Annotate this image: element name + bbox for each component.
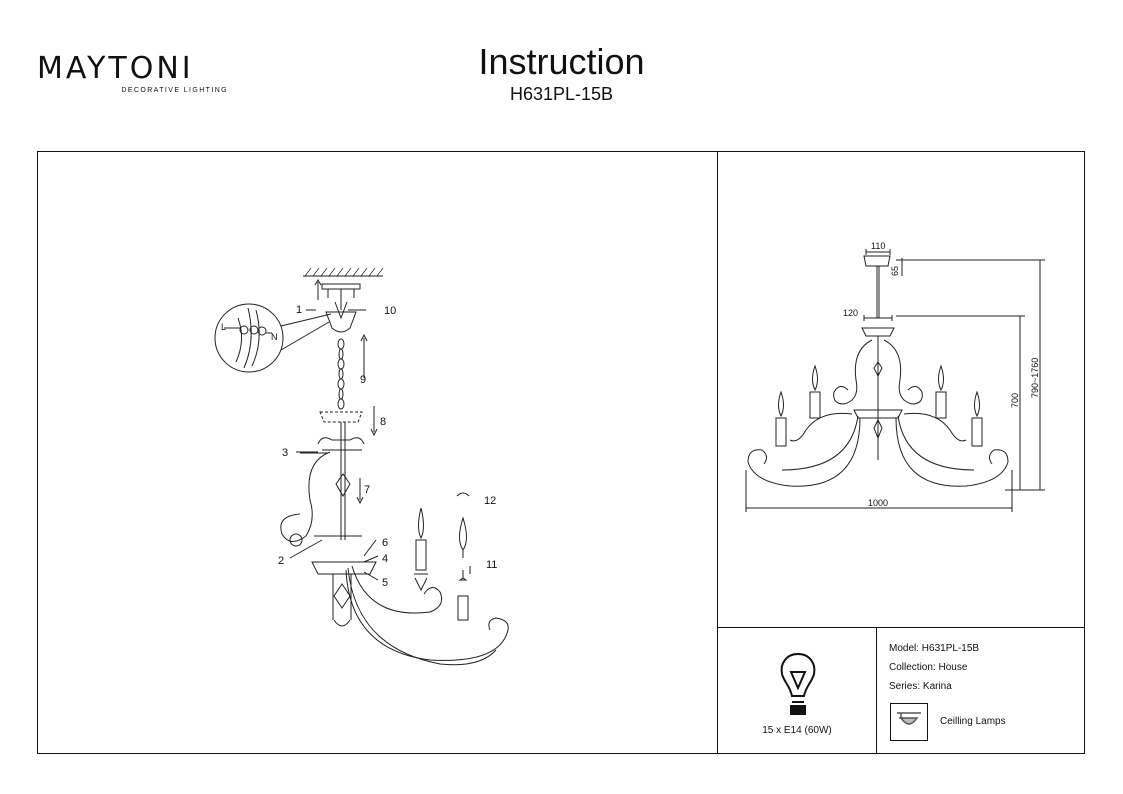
spec-model: Model: H631PL-15B	[889, 643, 980, 654]
callout-12: 12	[484, 495, 496, 507]
ceiling-lamp-icon	[890, 703, 928, 741]
callout-2: 2	[278, 555, 284, 567]
spec-series: Series: Karina	[889, 681, 952, 692]
callout-8: 8	[380, 416, 386, 428]
spec-collection: Collection: House	[889, 662, 968, 673]
instruction-frame	[37, 151, 1085, 754]
category-label: Ceilling Lamps	[940, 716, 1006, 727]
brand-tagline: DECORATIVE LIGHTING	[121, 87, 228, 94]
callout-11: 11	[486, 559, 497, 571]
dim-total-height: 790~1760	[1030, 358, 1040, 398]
bulb-spec: 15 x E14 (60W)	[762, 725, 832, 736]
callout-10: 10	[384, 305, 396, 317]
dim-overall-width: 1000	[868, 498, 888, 508]
bulb-icon	[780, 652, 816, 715]
brand-name: MAYTONI	[37, 51, 194, 86]
wire-label-n: N	[271, 332, 278, 342]
panel-divider-horizontal	[717, 627, 1085, 628]
info-divider-vertical	[876, 627, 877, 754]
assembly-diagram: 1 2 3 4 5 6 7 8 9 10 11 12 L N	[214, 267, 509, 666]
page-title: Instruction	[478, 41, 645, 82]
callout-3: 3	[282, 447, 288, 459]
dim-canopy-height: 65	[890, 266, 900, 276]
brand-logo: MAYTONI DECORATIVE LIGHTING	[37, 51, 232, 95]
dim-top-width: 110	[871, 241, 885, 251]
wire-label-l: L	[221, 322, 226, 332]
callout-4: 4	[382, 553, 388, 565]
callout-7: 7	[364, 484, 370, 496]
callout-1: 1	[296, 304, 302, 316]
model-subtitle: H631PL-15B	[509, 84, 614, 104]
callout-9: 9	[360, 374, 366, 386]
panel-divider-vertical	[717, 151, 718, 754]
dim-body-height: 700	[1010, 393, 1020, 408]
dim-mid-width: 120	[843, 308, 858, 318]
dimension-diagram: 110 65 120 700 790~1760 1000	[745, 241, 1045, 512]
callout-6: 6	[382, 537, 388, 549]
callout-5: 5	[382, 577, 388, 589]
